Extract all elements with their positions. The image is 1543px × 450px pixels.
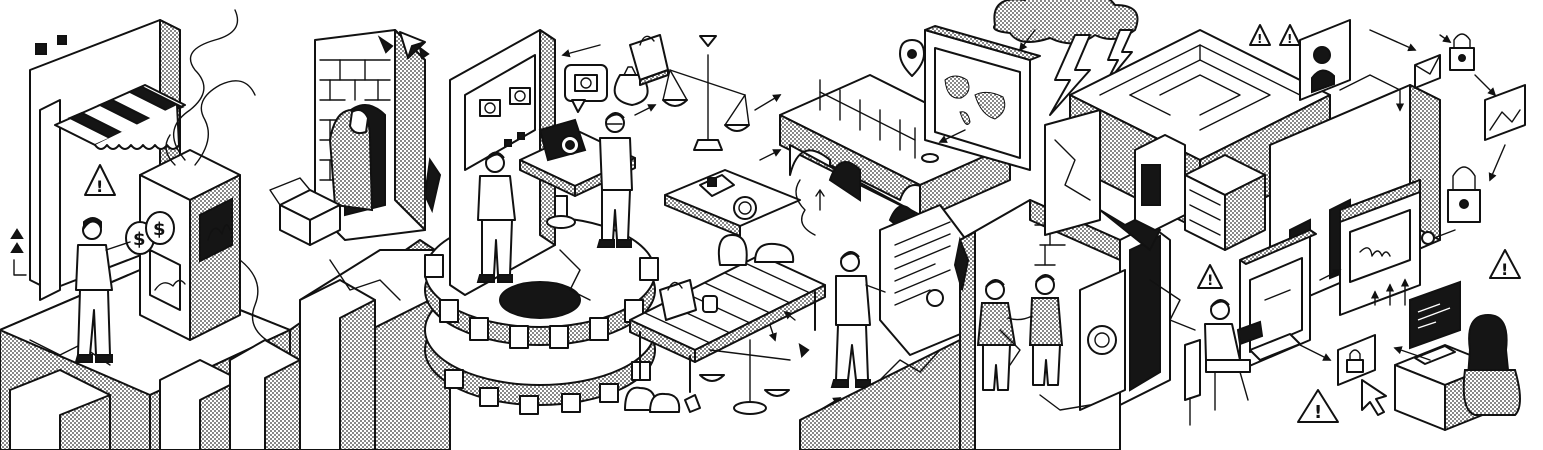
svg-text:!: !: [1314, 402, 1322, 423]
svg-text:!: !: [1501, 260, 1508, 279]
envelope-icon-1: [1414, 54, 1441, 89]
warning-sign-right: !: [1489, 249, 1521, 279]
flow-arrows: [561, 29, 1506, 361]
coin-symbol-2: $: [153, 219, 166, 240]
warning-signs-top: ! !: [1249, 24, 1301, 46]
coins: $ $: [125, 211, 175, 255]
small-arrows-mid: [768, 310, 842, 411]
coin-symbol: $: [133, 229, 146, 250]
seated-man-laptop: [1184, 299, 1264, 426]
man-standing-gear: [476, 151, 516, 283]
crumbling-cliff-left: [0, 239, 451, 450]
monitor-user-desk: [1239, 229, 1317, 371]
svg-text:!: !: [96, 177, 103, 196]
arch-bridge: [779, 74, 1011, 243]
svg-text:!: !: [1207, 273, 1213, 289]
furnace-machine: [139, 149, 241, 341]
ground-cracks: [423, 157, 1196, 411]
hooded-figure: [328, 108, 374, 212]
smoke: [165, 9, 276, 346]
padlock-top: [1449, 33, 1475, 71]
man-with-coin: [74, 217, 131, 363]
warning-sign-mid: !: [1197, 264, 1223, 289]
browser-window: [1339, 179, 1421, 316]
paper-plane: [399, 31, 426, 59]
hooded-hacker: [1462, 313, 1521, 416]
trash-bags: [624, 386, 701, 413]
svg-text:!: !: [1287, 32, 1292, 46]
server-racks: [1134, 134, 1266, 251]
man-with-glasses: [596, 112, 633, 248]
handshake-figures: [976, 274, 1064, 391]
warning-sign-bottom: !: [1297, 389, 1339, 423]
side-markers: [10, 35, 67, 276]
balance-scale-top: [662, 35, 750, 151]
conveyor-belt: [629, 169, 826, 393]
cursor-panel: [1337, 334, 1387, 416]
camera-speech-bubble: [564, 64, 608, 113]
key-icon: [1421, 229, 1456, 245]
padlock-big: [1447, 166, 1481, 223]
shop-awning: [54, 84, 186, 150]
open-box: [269, 177, 341, 246]
warning-sign-left: !: [84, 164, 116, 196]
world-map-monitor: [899, 25, 1041, 171]
storm-cloud: [993, 0, 1139, 116]
conveyor-items: [659, 174, 795, 321]
man-holding-document: [830, 251, 886, 388]
document-scroll: [879, 204, 971, 356]
image-card: [1484, 84, 1526, 141]
svg-text:!: !: [1257, 32, 1262, 46]
shopping-bag-top: [629, 34, 669, 86]
balance-scale-bottom: [699, 339, 791, 415]
